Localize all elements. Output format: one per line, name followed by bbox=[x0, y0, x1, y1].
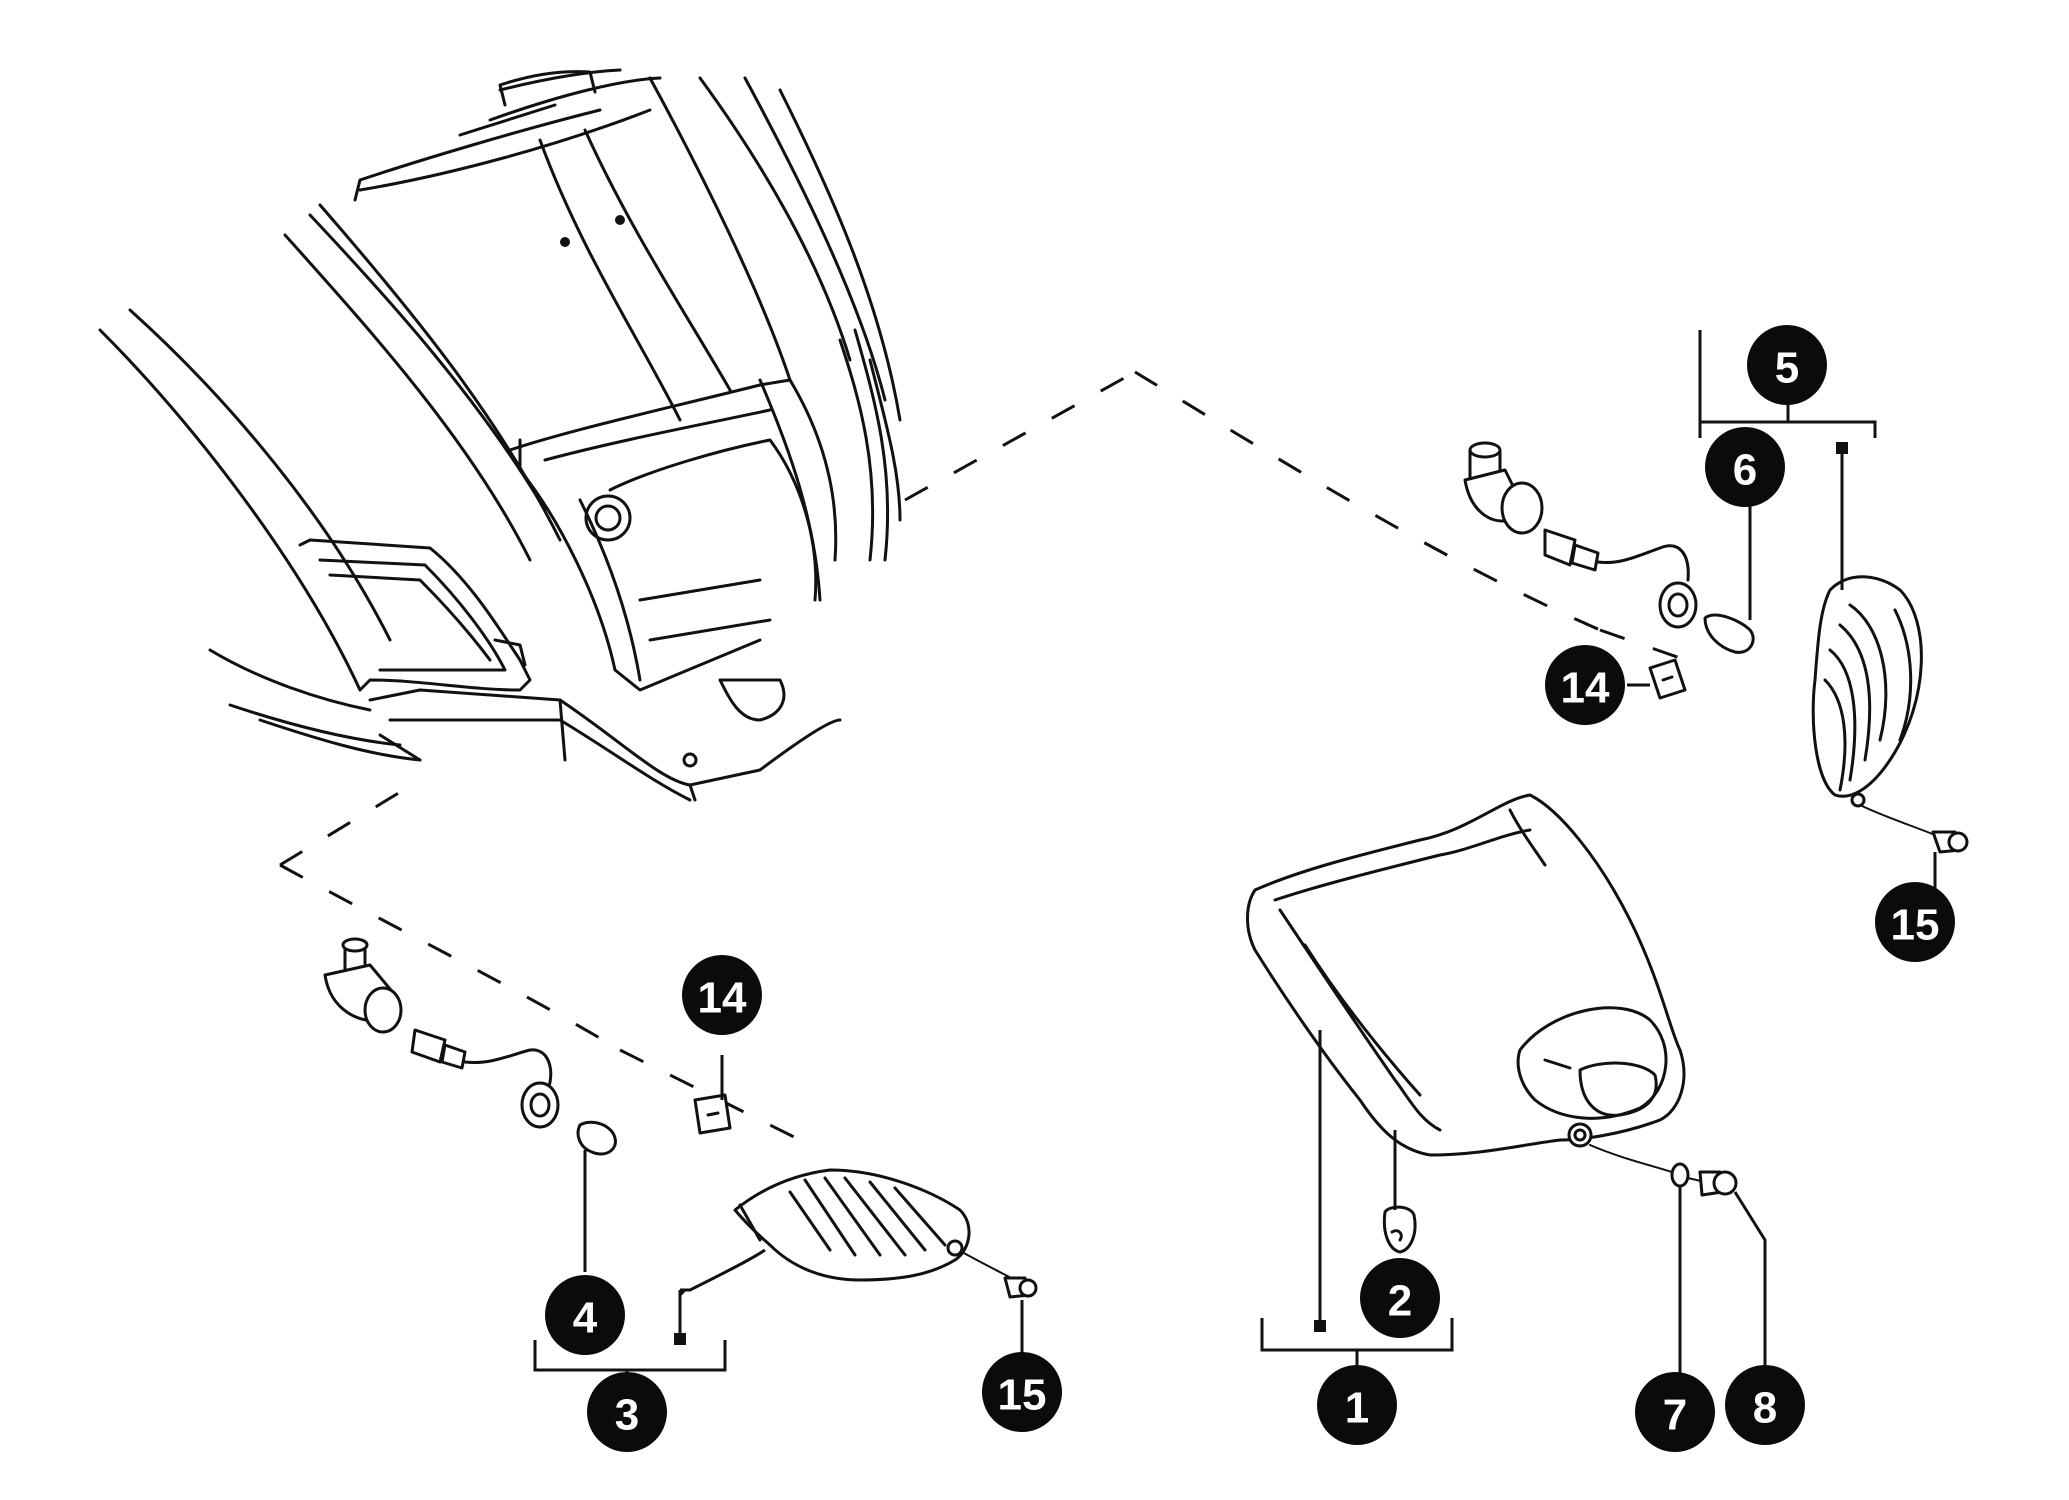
callout-15-left: 15 bbox=[982, 1352, 1062, 1432]
svg-text:3: 3 bbox=[615, 1391, 639, 1440]
callout-1: 1 bbox=[1317, 1365, 1397, 1445]
callout-2: 2 bbox=[1360, 1258, 1440, 1338]
svg-text:1: 1 bbox=[1345, 1384, 1369, 1433]
vehicle-rear-body bbox=[98, 68, 902, 802]
callout-4: 4 bbox=[545, 1275, 625, 1355]
right-lamp-assembly bbox=[1463, 330, 1969, 900]
svg-text:15: 15 bbox=[1891, 901, 1940, 950]
callout-15-right: 15 bbox=[1875, 882, 1955, 962]
svg-text:7: 7 bbox=[1663, 1391, 1687, 1440]
callout-6: 6 bbox=[1705, 427, 1785, 507]
svg-text:6: 6 bbox=[1733, 446, 1757, 495]
callout-7: 7 bbox=[1635, 1372, 1715, 1452]
svg-text:5: 5 bbox=[1775, 344, 1799, 393]
callout-14-left: 14 bbox=[682, 955, 762, 1035]
svg-text:2: 2 bbox=[1388, 1277, 1412, 1326]
svg-text:8: 8 bbox=[1753, 1384, 1777, 1433]
svg-text:14: 14 bbox=[698, 974, 747, 1023]
callout-8: 8 bbox=[1725, 1365, 1805, 1445]
left-lamp-assembly bbox=[323, 937, 1038, 1390]
reference-dashed-lines bbox=[279, 370, 1701, 1142]
svg-text:14: 14 bbox=[1561, 664, 1610, 713]
center-lamp-assembly bbox=[1246, 793, 1767, 1385]
svg-text:15: 15 bbox=[998, 1371, 1047, 1420]
callout-5: 5 bbox=[1747, 325, 1827, 405]
callout-3: 3 bbox=[587, 1372, 667, 1452]
callout-14-right: 14 bbox=[1545, 645, 1625, 725]
svg-text:4: 4 bbox=[573, 1294, 598, 1343]
